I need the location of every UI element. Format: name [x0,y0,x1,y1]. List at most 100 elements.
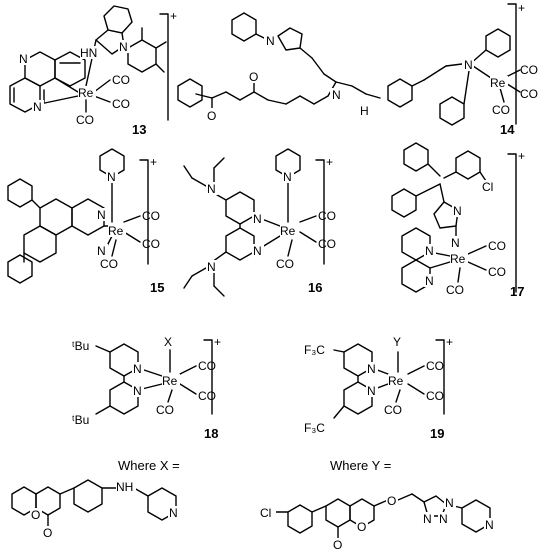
atom-co: CO [156,403,174,417]
atom-x: X [164,335,172,349]
charge-14: + [518,1,525,15]
atom-co: CO [142,209,160,223]
atom-n: N [423,512,432,526]
atom-n: N [367,384,376,398]
atom-n: N [439,512,448,526]
atom-n: N [19,52,28,66]
atom-n: N [133,384,142,398]
atom-n: N [451,236,460,250]
atom-n: N [464,58,473,72]
atom-co: CO [142,237,160,251]
atom-n: N [169,506,178,520]
compound-14: N N O O H N Re CO CO CO + 14 [177,1,538,137]
caption-where-y: Where Y = [330,458,391,473]
atom-co: CO [198,359,216,373]
atom-cf3: F₃C [304,421,325,435]
atom-o: O [207,109,216,123]
compound-17: Cl N N N N Re CO CO CO + 17 [391,142,525,299]
atom-n: N [367,362,376,376]
atom-co: CO [520,87,538,101]
atom-re: Re [162,374,178,388]
charge-17: + [518,149,525,163]
charge-15: + [150,155,157,169]
atom-tbu: ᵗBu [72,413,89,427]
atom-n: N [33,100,42,114]
atom-re: Re [490,76,506,90]
atom-co: CO [198,389,216,403]
compound-16: N N N N N Re CO CO CO + 16 [183,148,336,297]
atom-hn: HN [80,46,97,60]
atom-n: N [425,274,434,288]
atom-co: CO [318,209,336,223]
atom-o: O [249,70,258,84]
compound-label-15: 15 [150,280,164,295]
atom-co: CO [488,239,506,253]
atom-co: CO [384,403,402,417]
substituent-x: O O NH N [11,479,180,540]
compound-label-17: 17 [510,284,524,299]
atom-re: Re [388,374,404,388]
atom-co: CO [276,257,294,271]
compound-label-14: 14 [500,122,515,137]
atom-o: O [333,538,342,550]
atom-n: N [485,518,494,532]
compound-19: F₃C F₃C Y N N Re CO CO CO + 19 [304,335,453,441]
compound-15: N N N Re CO CO CO + 15 [7,148,164,295]
atom-n: N [332,88,341,102]
atom-co: CO [112,97,130,111]
atom-cf3: F₃C [304,343,325,357]
compound-13: N N HN N Re CO CO CO + 13 [9,5,177,137]
caption-where-x: Where X = [118,458,180,473]
atom-n: N [283,170,292,184]
charge-18: + [214,335,221,349]
atom-n: N [107,170,116,184]
atom-re: Re [78,86,94,100]
atom-n: N [97,208,106,222]
charge-16: + [326,155,333,169]
atom-co: CO [488,265,506,279]
atom-co: CO [492,103,510,117]
atom-co: CO [112,73,130,87]
atom-re: Re [450,252,466,266]
atom-n: N [425,244,434,258]
atom-re: Re [280,224,296,238]
atom-o: O [387,494,396,508]
atom-nh: NH [116,480,133,494]
atom-o: O [43,526,52,540]
atom-n: N [207,260,216,274]
atom-n: N [453,204,462,218]
charge-13: + [170,9,177,23]
atom-n: N [266,34,275,48]
atom-o: O [357,520,366,534]
atom-co: CO [318,237,336,251]
atom-y: Y [393,335,401,349]
atom-co: CO [426,389,444,403]
atom-co: CO [76,113,94,127]
atom-h: H [360,104,369,118]
compound-label-18: 18 [204,426,218,441]
atom-re: Re [108,224,124,238]
atom-n: N [253,212,262,226]
compound-18: ᵗBu ᵗBu X N N Re CO CO CO + 18 [72,335,221,441]
atom-n: N [207,182,216,196]
atom-co: CO [446,283,464,297]
atom-n: N [253,244,262,258]
substituent-y: Cl O O O N N N N [260,493,496,550]
atom-n: N [119,40,128,54]
atom-co: CO [426,359,444,373]
compound-label-13: 13 [132,122,146,137]
atom-o: O [31,508,40,522]
atom-co: CO [100,257,118,271]
atom-cl: Cl [482,180,493,194]
atom-n: N [133,362,142,376]
atom-co: CO [520,63,538,77]
atom-n: N [445,496,454,510]
atom-n: N [97,244,106,258]
compound-label-19: 19 [430,426,444,441]
atom-tbu: ᵗBu [72,339,89,353]
charge-19: + [446,335,453,349]
atom-cl: Cl [260,506,271,520]
compound-label-16: 16 [308,280,322,295]
